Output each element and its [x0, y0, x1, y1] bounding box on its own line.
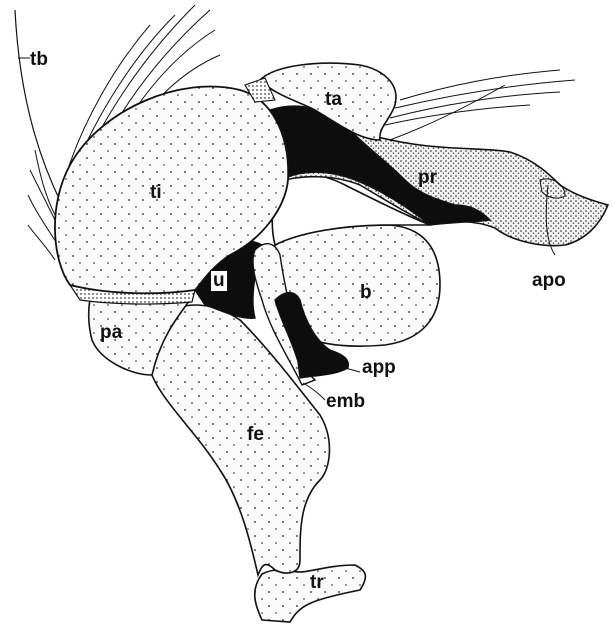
- label-tr: tr: [310, 573, 324, 592]
- tibia-outline-arc: [15, 10, 62, 205]
- label-tb: tb: [30, 50, 48, 69]
- label-ta: ta: [325, 90, 342, 109]
- label-emb: emb: [326, 392, 365, 411]
- label-fe: fe: [247, 425, 264, 444]
- label-b: b: [360, 283, 372, 302]
- app-leader: [345, 368, 360, 372]
- label-u: u: [210, 270, 228, 292]
- label-pa: pa: [100, 323, 122, 342]
- label-pr: pr: [418, 168, 437, 187]
- label-ti: ti: [150, 183, 162, 202]
- label-app: app: [362, 358, 396, 377]
- label-apo: apo: [532, 271, 566, 290]
